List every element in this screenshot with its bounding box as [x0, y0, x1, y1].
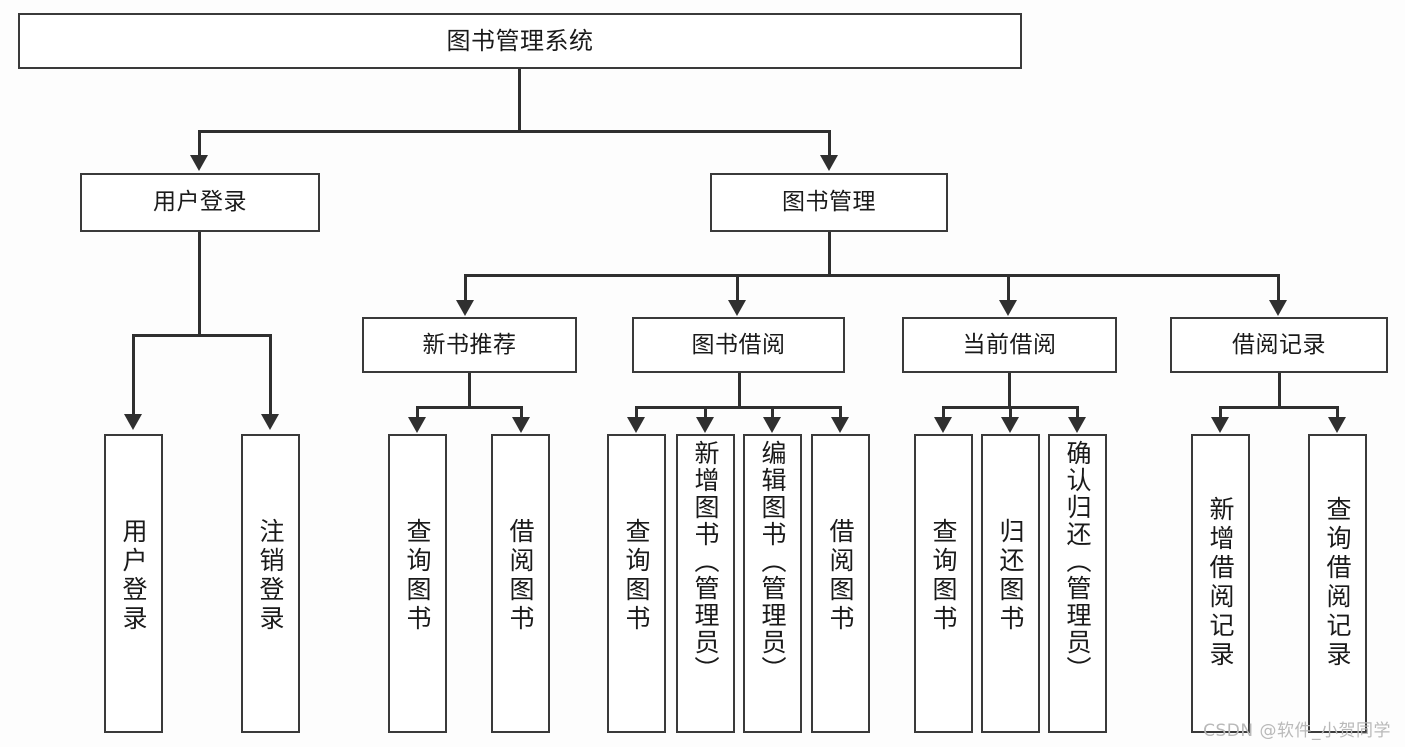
- arrowhead-current-borrow: [999, 300, 1017, 316]
- node-label: 确认归还（管理员）: [1063, 440, 1092, 683]
- leaf-br-add-record[interactable]: 新增借阅记录: [1191, 434, 1250, 733]
- connector-br-child-2: [1336, 406, 1339, 420]
- arrowhead-leaf-nbr-1: [408, 417, 426, 433]
- node-label: 当前借阅: [962, 331, 1057, 358]
- connector-to-current-borrow: [1007, 274, 1010, 302]
- arrowhead-user-login: [190, 155, 208, 171]
- node-label: 新增借阅记录: [1206, 496, 1235, 670]
- leaf-user-login-login[interactable]: 用户登录: [104, 434, 163, 733]
- node-label: 借阅记录: [1232, 331, 1326, 358]
- connector-user-login-child-1: [132, 334, 135, 416]
- leaf-bb-borrow-book[interactable]: 借阅图书: [811, 434, 870, 733]
- connector-cb-child-1: [942, 406, 945, 420]
- connector-cb-child-2: [1009, 406, 1012, 420]
- connector-user-login-trunk: [198, 232, 201, 336]
- connector-book-borrow-trunk: [738, 373, 741, 408]
- node-label: 新书推荐: [422, 331, 517, 358]
- connector-bb-child-1: [635, 406, 638, 420]
- arrowhead-borrow-record: [1269, 300, 1287, 316]
- leaf-bb-edit-book-admin[interactable]: 编辑图书（管理员）: [743, 434, 802, 733]
- node-label: 图书管理系统: [446, 27, 594, 55]
- watermark-text: CSDN @软件_小贺同学: [1203, 721, 1391, 741]
- leaf-cb-return-book[interactable]: 归还图书: [981, 434, 1040, 733]
- connector-user-login-child-2: [269, 334, 272, 416]
- arrowhead-book-borrow: [728, 300, 746, 316]
- node-borrow-record[interactable]: 借阅记录: [1170, 317, 1388, 373]
- node-label: 借阅图书: [826, 518, 855, 634]
- node-label: 查询图书: [403, 518, 432, 634]
- connector-bb-child-4: [839, 406, 842, 420]
- connector-book-manage-trunk: [828, 232, 831, 276]
- arrowhead-new-book-recommend: [456, 300, 474, 316]
- connector-new-book-recommend-trunk: [468, 373, 471, 408]
- connector-new-book-recommend-bus: [416, 406, 523, 409]
- arrowhead-leaf-user-login-2: [261, 414, 279, 430]
- connector-root-trunk: [518, 69, 521, 132]
- arrowhead-book-manage: [820, 155, 838, 171]
- node-label: 图书借阅: [691, 331, 786, 358]
- connector-current-borrow-trunk: [1008, 373, 1011, 408]
- node-label: 查询图书: [929, 518, 958, 634]
- leaf-nbr-query-book[interactable]: 查询图书: [388, 434, 447, 733]
- node-label: 借阅图书: [506, 518, 535, 634]
- arrowhead-leaf-cb-2: [1001, 417, 1019, 433]
- node-label: 图书管理: [782, 189, 876, 216]
- node-label: 注销登录: [256, 518, 285, 634]
- arrowhead-leaf-cb-1: [934, 417, 952, 433]
- arrowhead-leaf-br-1: [1211, 417, 1229, 433]
- node-book-borrow[interactable]: 图书借阅: [632, 317, 845, 373]
- connector-book-borrow-bus: [635, 406, 842, 409]
- connector-borrow-record-bus: [1219, 406, 1339, 409]
- connector-nbr-child-1: [416, 406, 419, 420]
- connector-book-manage-bus: [464, 274, 1280, 277]
- node-new-book-recommend[interactable]: 新书推荐: [362, 317, 577, 373]
- leaf-user-login-logout[interactable]: 注销登录: [241, 434, 300, 733]
- node-current-borrow[interactable]: 当前借阅: [902, 317, 1117, 373]
- connector-root-bus: [198, 130, 831, 133]
- arrowhead-leaf-cb-3: [1068, 417, 1086, 433]
- connector-root-to-user-login: [198, 130, 201, 156]
- leaf-bb-add-book-admin[interactable]: 新增图书（管理员）: [676, 434, 735, 733]
- node-label: 查询图书: [622, 518, 651, 634]
- arrowhead-leaf-bb-4: [831, 417, 849, 433]
- node-label: 查询借阅记录: [1323, 496, 1352, 670]
- connector-to-book-borrow: [736, 274, 739, 302]
- node-label: 编辑图书（管理员）: [758, 440, 787, 683]
- connector-bb-child-2: [704, 406, 707, 420]
- leaf-cb-query-book[interactable]: 查询图书: [914, 434, 973, 733]
- leaf-cb-confirm-return-admin[interactable]: 确认归还（管理员）: [1048, 434, 1107, 733]
- connector-br-child-1: [1219, 406, 1222, 420]
- connector-borrow-record-trunk: [1278, 373, 1281, 408]
- arrowhead-leaf-user-login-1: [124, 414, 142, 430]
- arrowhead-leaf-nbr-2: [512, 417, 530, 433]
- node-root-system[interactable]: 图书管理系统: [18, 13, 1022, 69]
- leaf-bb-query-book[interactable]: 查询图书: [607, 434, 666, 733]
- connector-to-new-book-recommend: [464, 274, 467, 302]
- connector-nbr-child-2: [520, 406, 523, 420]
- arrowhead-leaf-bb-1: [627, 417, 645, 433]
- node-label: 归还图书: [996, 518, 1025, 634]
- node-label: 用户登录: [119, 518, 148, 634]
- node-label: 新增图书（管理员）: [691, 440, 720, 683]
- node-book-manage[interactable]: 图书管理: [710, 173, 948, 232]
- connector-cb-child-3: [1076, 406, 1079, 420]
- connector-to-borrow-record: [1277, 274, 1280, 302]
- node-label: 用户登录: [153, 189, 247, 216]
- node-user-login[interactable]: 用户登录: [80, 173, 320, 232]
- connector-root-to-book-manage: [828, 130, 831, 156]
- arrowhead-leaf-bb-3: [763, 417, 781, 433]
- connector-user-login-bus: [132, 334, 269, 337]
- leaf-nbr-borrow-book[interactable]: 借阅图书: [491, 434, 550, 733]
- arrowhead-leaf-bb-2: [696, 417, 714, 433]
- connector-bb-child-3: [771, 406, 774, 420]
- leaf-br-query-record[interactable]: 查询借阅记录: [1308, 434, 1367, 733]
- arrowhead-leaf-br-2: [1328, 417, 1346, 433]
